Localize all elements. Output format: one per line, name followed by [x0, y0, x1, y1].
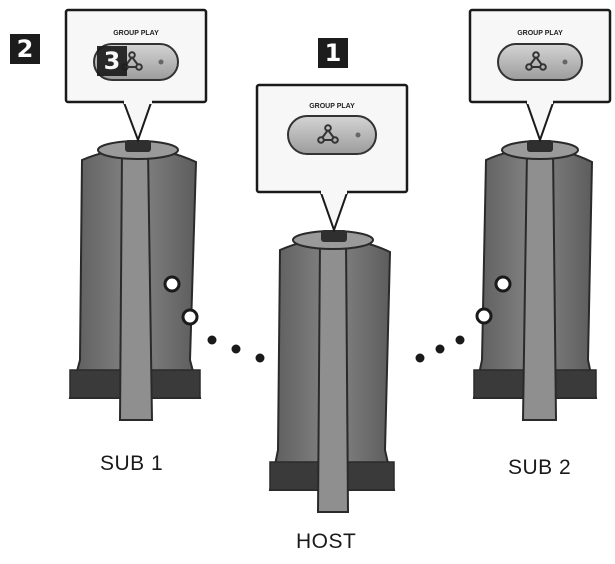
speaker-sub2 — [472, 140, 598, 421]
led-indicator-icon — [158, 59, 164, 65]
callout-right: GROUP PLAY — [468, 8, 612, 104]
group-play-label-right: GROUP PLAY — [517, 30, 563, 37]
led-indicator-icon — [355, 132, 361, 138]
step-badge-3: 3 — [97, 46, 127, 76]
step-badge-2: 2 — [10, 34, 40, 64]
speaker-host — [268, 230, 396, 513]
speaker-label-sub2: SUB 2 — [508, 456, 572, 479]
dotted-link-icon — [207, 335, 465, 363]
group-play-icon — [525, 51, 547, 71]
group-play-label-center: GROUP PLAY — [309, 103, 355, 110]
speaker-label-sub1: SUB 1 — [100, 452, 164, 475]
callout-left: GROUP PLAY — [64, 8, 208, 104]
speaker-sub1 — [68, 140, 202, 421]
step-badge-1: 1 — [318, 38, 348, 68]
group-play-icon — [317, 124, 339, 144]
callout-center: GROUP PLAY — [255, 83, 409, 194]
callout-stem-center — [318, 189, 350, 234]
circle-marker-icon — [163, 275, 512, 326]
led-indicator-icon — [562, 59, 568, 65]
speaker-label-host: HOST — [296, 530, 357, 553]
group-play-label-left: GROUP PLAY — [113, 30, 159, 37]
callout-stem-left — [121, 99, 154, 143]
callout-stem-right — [524, 99, 556, 144]
